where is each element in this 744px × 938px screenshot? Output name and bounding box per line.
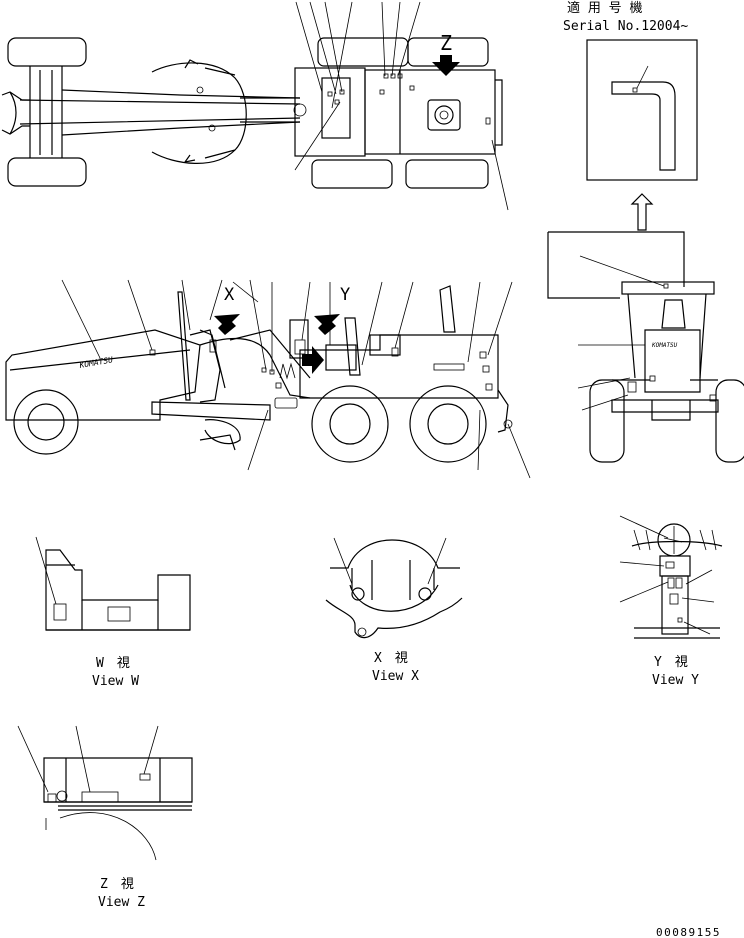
view-z-detail (17, 725, 193, 861)
top-view-machine (1, 1, 509, 211)
serial-inset-detail (586, 39, 698, 231)
view-y-detail (619, 515, 723, 639)
rear-view-machine: KOMATSU (547, 231, 744, 463)
rear-komatsu-decal: KOMATSU (651, 342, 678, 349)
view-y-en: View Y (652, 673, 699, 688)
view-x-jp: X 視 (374, 651, 408, 666)
view-direction-arrows (214, 314, 340, 374)
side-view-machine: KOMATSU (5, 279, 531, 479)
side-komatsu-decal: KOMATSU (78, 355, 114, 370)
view-z-jp: Z 視 (100, 877, 134, 892)
z-arrow-label: Z (440, 31, 452, 55)
view-z-en: View Z (98, 895, 145, 910)
drawing-number: 00089155 (656, 926, 721, 938)
z-direction-arrow (432, 55, 460, 76)
view-y-jp: Y 視 (654, 655, 688, 670)
y-arrow-label: Y (340, 285, 350, 305)
view-w-jp: W 視 (96, 656, 130, 671)
view-x-detail (325, 537, 463, 639)
view-w-detail (35, 536, 191, 631)
x-arrow-label: X (224, 285, 235, 305)
view-x-en: View X (372, 669, 419, 684)
view-w-en: View W (92, 674, 139, 689)
serial-number-label: Serial No.12004~ (563, 19, 688, 34)
applicable-model-label: 適 用 号 機 (567, 0, 642, 16)
